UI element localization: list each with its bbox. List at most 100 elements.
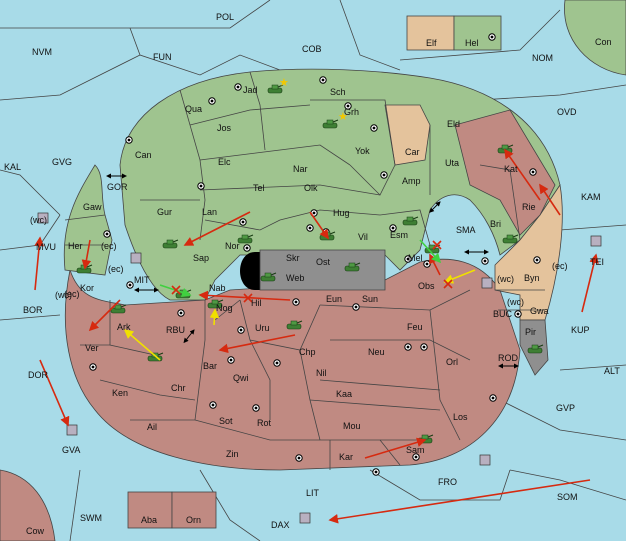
label-MIT: MIT xyxy=(134,275,150,285)
order-arrow xyxy=(419,239,442,264)
label-Gaw: Gaw xyxy=(83,202,102,212)
land-red-kat xyxy=(454,109,556,236)
label-Her: Her xyxy=(68,241,83,251)
label-Jos: Jos xyxy=(217,123,232,133)
label-Gur: Gur xyxy=(157,207,172,217)
supply-center-dot xyxy=(241,220,245,224)
label-Nab: Nab xyxy=(209,283,226,293)
supply-center-dot xyxy=(406,345,410,349)
label-Can: Can xyxy=(135,150,152,160)
supply-center-dot xyxy=(391,226,395,230)
label-Orn: Orn xyxy=(186,515,201,525)
label-LIT: LIT xyxy=(306,488,320,498)
label-Sun: Sun xyxy=(362,294,378,304)
passage-arrow xyxy=(429,201,441,213)
fleet-unit-icon xyxy=(37,212,49,224)
label-Zin: Zin xyxy=(226,449,239,459)
label-Uta: Uta xyxy=(445,158,459,168)
label-FRO: FRO xyxy=(438,477,457,487)
order-arrow xyxy=(504,148,541,201)
label-SMA: SMA xyxy=(456,225,476,235)
supply-center-dot xyxy=(294,300,298,304)
supply-center-dot xyxy=(211,403,215,407)
label-Pir: Pir xyxy=(525,327,536,337)
order-arrow xyxy=(328,479,591,524)
order-arrow xyxy=(581,253,599,313)
label-wc3: (wc) xyxy=(55,290,72,300)
label-Eun: Eun xyxy=(326,294,342,304)
label-TEI: TEI xyxy=(590,257,604,267)
supply-center-dot xyxy=(297,456,301,460)
army-unit-icon xyxy=(207,299,224,309)
label-GOR: GOR xyxy=(107,182,128,192)
label-Chr: Chr xyxy=(171,383,186,393)
supply-center-dot xyxy=(229,358,233,362)
label-Tel: Tel xyxy=(253,183,265,193)
label-GVG: GVG xyxy=(52,157,72,167)
label-DOR: DOR xyxy=(28,370,49,380)
label-Eld: Eld xyxy=(447,119,460,129)
label-Lan: Lan xyxy=(202,207,217,217)
fleet-unit-icon xyxy=(66,424,78,436)
label-MVU: MVU xyxy=(36,242,56,252)
label-Bar: Bar xyxy=(203,361,217,371)
label-Amp: Amp xyxy=(402,176,421,186)
supply-center-dot xyxy=(372,126,376,130)
failed-order-mark xyxy=(171,285,181,295)
order-arrow xyxy=(364,437,427,459)
label-Skr: Skr xyxy=(286,253,300,263)
supply-center-dot xyxy=(199,184,203,188)
label-ROD: ROD xyxy=(498,353,519,363)
army-unit-icon xyxy=(527,344,544,354)
label-ec2: (ec) xyxy=(552,261,568,271)
supply-center-dot xyxy=(346,104,350,108)
supply-center-dot xyxy=(245,246,249,250)
label-BUC: BUC xyxy=(493,309,513,319)
label-Qwi: Qwi xyxy=(233,373,249,383)
supply-center-dot xyxy=(127,138,131,142)
failed-order-mark xyxy=(432,240,442,250)
label-Gwa: Gwa xyxy=(530,306,549,316)
label-Con: Con xyxy=(595,37,612,47)
label-Nil: Nil xyxy=(316,368,327,378)
label-Sam: Sam xyxy=(406,445,425,455)
star-icon: ★ xyxy=(279,76,289,89)
fleet-unit-icon xyxy=(299,512,311,524)
supply-centers xyxy=(89,33,541,476)
army-unit-icon xyxy=(267,84,284,94)
label-Ail: Ail xyxy=(147,422,157,432)
star-icon: ★ xyxy=(338,110,348,123)
fleet-unit-icon xyxy=(130,252,142,264)
label-wc4: (wc) xyxy=(507,297,524,307)
label-DAX: DAX xyxy=(271,520,290,530)
box-aba xyxy=(127,491,173,529)
label-Kaa: Kaa xyxy=(336,389,352,399)
label-Yok: Yok xyxy=(355,146,370,156)
label-Mel: Mel xyxy=(408,253,423,263)
label-Feu: Feu xyxy=(407,322,423,332)
fleet-unit-icon xyxy=(479,454,491,466)
label-Obs: Obs xyxy=(418,281,435,291)
label-Sap: Sap xyxy=(193,253,209,263)
supply-center-dot xyxy=(91,365,95,369)
label-Elf: Elf xyxy=(426,38,437,48)
label-POL: POL xyxy=(216,12,234,22)
label-Web: Web xyxy=(286,273,304,283)
army-unit-icon xyxy=(260,272,277,282)
army-unit-icon xyxy=(502,234,519,244)
supply-center-dot xyxy=(406,257,410,261)
order-arrow xyxy=(309,211,329,240)
order-arrow xyxy=(443,269,476,284)
supply-center-dot xyxy=(312,211,316,215)
label-Ver: Ver xyxy=(85,343,99,353)
label-Nor: Nor xyxy=(225,241,240,251)
land-green-north xyxy=(119,68,561,301)
supply-center-dot xyxy=(516,312,520,316)
order-arrow xyxy=(198,290,291,301)
supply-center-dot xyxy=(414,455,418,459)
label-Rie: Rie xyxy=(522,202,536,212)
land-green-west xyxy=(63,164,113,276)
label-NOM: NOM xyxy=(532,53,553,63)
